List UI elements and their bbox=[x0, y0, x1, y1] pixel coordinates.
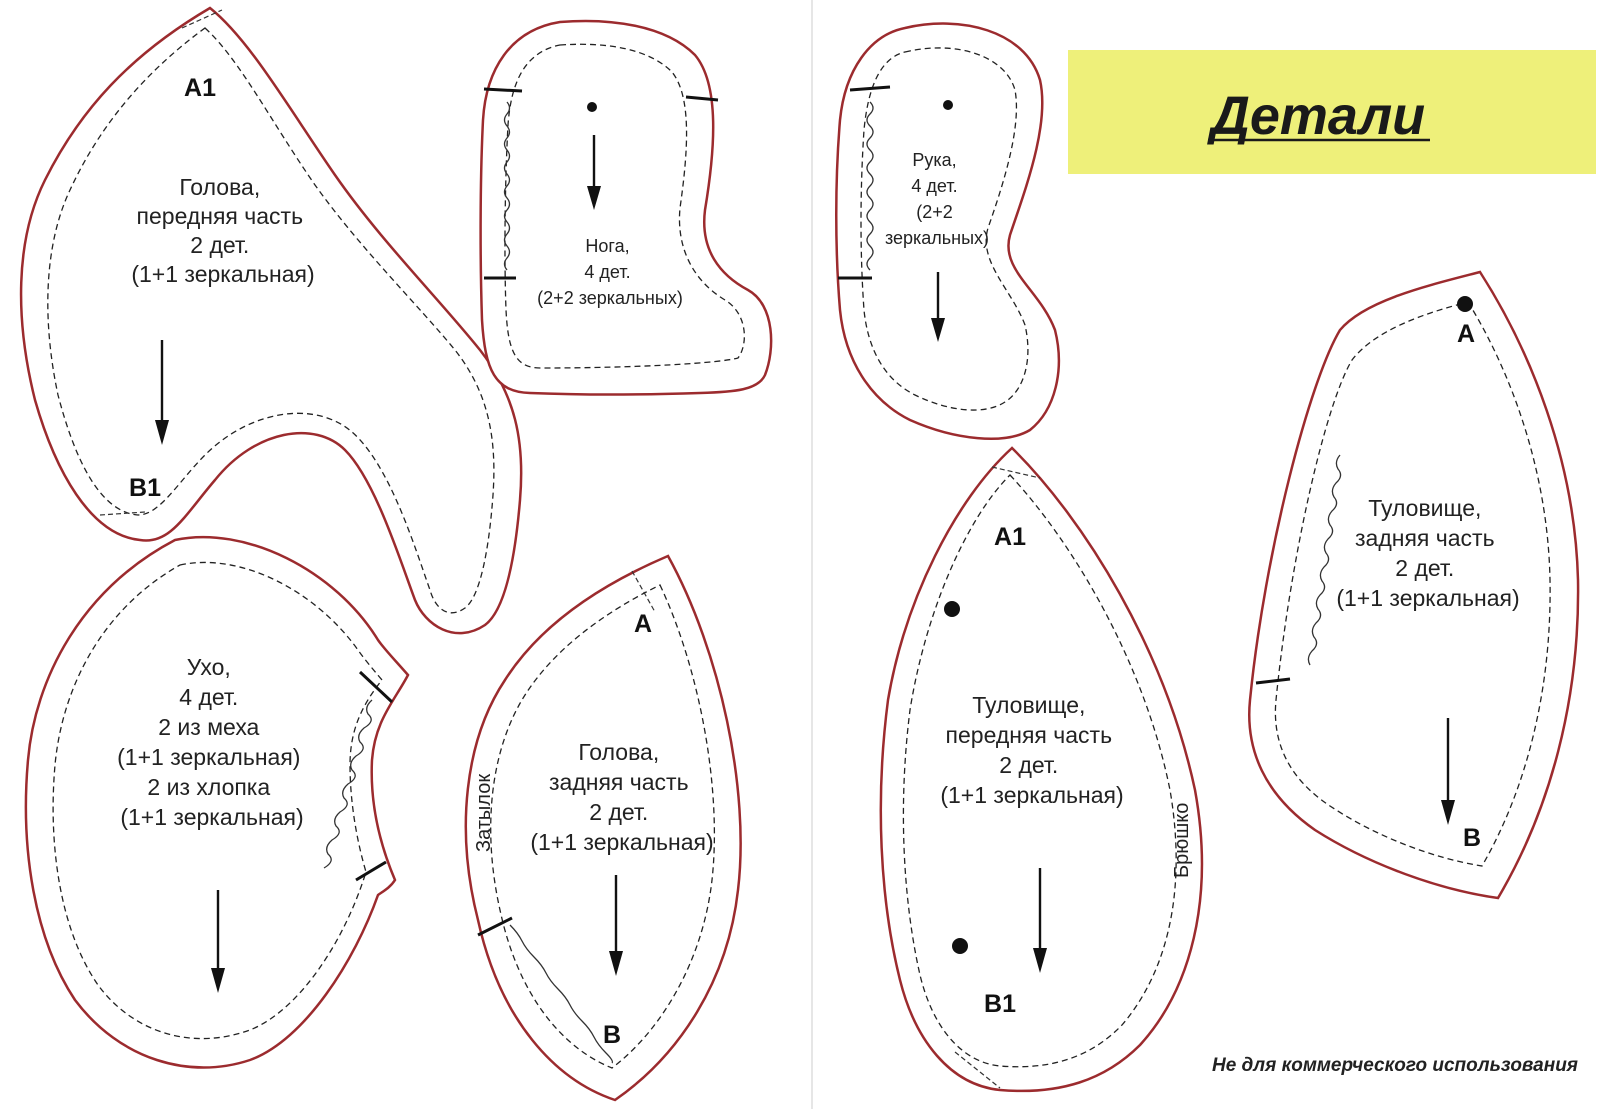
pattern-leg: Нога, 4 дет. (2+2 зеркальных) bbox=[479, 19, 773, 396]
label-line: 4 дет. bbox=[911, 176, 957, 196]
seam-line-leg bbox=[504, 43, 745, 369]
banner-background bbox=[1068, 50, 1596, 174]
cut-line-head-back bbox=[464, 554, 742, 1102]
ease-wave bbox=[323, 699, 373, 869]
piece-label: Туловище, передняя часть 2 дет. (1+1 зер… bbox=[940, 692, 1123, 808]
label-line: задняя часть bbox=[549, 769, 689, 795]
pattern-head-back: А В Затылок Голова, задняя часть 2 дет. … bbox=[464, 554, 742, 1102]
grain-cross-line bbox=[954, 1051, 1001, 1089]
piece-label: Туловище, задняя часть 2 дет. (1+1 зерка… bbox=[1336, 495, 1519, 611]
label-line: (1+1 зеркальная) bbox=[120, 804, 303, 830]
label-line: 2 дет. bbox=[190, 232, 249, 258]
grain-arrow bbox=[211, 890, 225, 993]
grain-arrow bbox=[609, 875, 623, 976]
grain-arrow bbox=[155, 340, 169, 445]
label-line: зеркальных) bbox=[885, 228, 989, 248]
cut-line-head-front bbox=[19, 6, 523, 635]
ease-wave bbox=[509, 924, 614, 1064]
label-line: Голова, bbox=[179, 174, 260, 200]
label-line: (1+1 зеркальная) bbox=[117, 744, 300, 770]
cut-line-body-back bbox=[1248, 270, 1580, 900]
point-label-b: В bbox=[1463, 824, 1481, 852]
grain-arrow bbox=[587, 135, 601, 210]
placement-dot bbox=[587, 102, 597, 112]
cut-line-leg bbox=[479, 19, 773, 396]
ease-wave bbox=[503, 101, 511, 271]
piece-label: Нога, 4 дет. (2+2 зеркальных) bbox=[537, 236, 683, 308]
grain-arrow bbox=[931, 272, 945, 342]
pattern-head-front: А1 В1 Голова, передняя часть 2 дет. (1+1… bbox=[19, 6, 523, 635]
notch-mark bbox=[477, 916, 513, 937]
label-line: (1+1 зеркальная) bbox=[530, 829, 713, 855]
seam-line-arm bbox=[860, 47, 1029, 411]
label-line: Туловище, bbox=[972, 692, 1085, 718]
piece-label: Рука, 4 дет. (2+2 зеркальных) bbox=[885, 150, 989, 248]
notch-mark bbox=[483, 87, 523, 93]
point-label-a: А bbox=[1457, 320, 1475, 348]
label-line: Рука, bbox=[912, 150, 956, 170]
pattern-arm: Рука, 4 дет. (2+2 зеркальных) bbox=[835, 22, 1061, 440]
seam-line-body-back bbox=[1274, 301, 1551, 867]
seam-line-ear bbox=[52, 561, 383, 1040]
ease-wave bbox=[866, 101, 874, 271]
label-line: Туловище, bbox=[1368, 495, 1481, 521]
side-label-zatylok: Затылок bbox=[473, 774, 495, 852]
seam-line-body-front bbox=[902, 474, 1177, 1068]
piece-label: Голова, передняя часть 2 дет. (1+1 зерка… bbox=[131, 174, 314, 287]
page-title: Детали bbox=[1207, 86, 1425, 146]
label-line: 2 дет. bbox=[999, 752, 1058, 778]
copyright-notice: Не для коммерческого использования bbox=[1212, 1055, 1578, 1076]
label-line: 2 из меха bbox=[158, 714, 259, 740]
pattern-ear: Ухо, 4 дет. 2 из меха (1+1 зеркальная) 2… bbox=[24, 535, 410, 1069]
point-label-b1: В1 bbox=[984, 990, 1016, 1018]
label-line: (1+1 зеркальная) bbox=[131, 261, 314, 287]
cut-line-body-front bbox=[879, 446, 1204, 1093]
seam-line-head-front bbox=[47, 27, 495, 614]
label-line: (1+1 зеркальная) bbox=[940, 782, 1123, 808]
grain-arrow bbox=[1033, 868, 1047, 973]
placement-dot bbox=[1457, 296, 1473, 312]
point-label-b1: В1 bbox=[129, 474, 161, 502]
label-line: Голова, bbox=[578, 739, 659, 765]
label-line: задняя часть bbox=[1355, 525, 1495, 551]
point-label-a: А bbox=[634, 610, 652, 638]
label-line: (1+1 зеркальная) bbox=[1336, 585, 1519, 611]
label-line: 2 дет. bbox=[589, 799, 648, 825]
label-line: Ухо, bbox=[187, 654, 231, 680]
label-line: (2+2 bbox=[916, 202, 953, 222]
placement-dot bbox=[944, 601, 960, 617]
label-line: передняя часть bbox=[946, 722, 1113, 748]
cut-line-arm bbox=[835, 22, 1061, 440]
side-label-bryushko: Брюшко bbox=[1171, 803, 1193, 878]
placement-dot bbox=[952, 938, 968, 954]
point-label-a1: А1 bbox=[994, 523, 1026, 551]
label-line: 4 дет. bbox=[584, 262, 630, 282]
point-label-b: В bbox=[603, 1021, 621, 1049]
grain-cross-line bbox=[991, 466, 1041, 479]
piece-label: Ухо, 4 дет. 2 из меха (1+1 зеркальная) 2… bbox=[117, 654, 307, 830]
notch-mark bbox=[685, 95, 719, 102]
notch-mark bbox=[1255, 677, 1291, 685]
cut-line-ear bbox=[24, 535, 410, 1069]
label-line: 2 из хлопка bbox=[147, 774, 270, 800]
point-label-a1: А1 bbox=[184, 74, 216, 102]
label-line: (2+2 зеркальных) bbox=[537, 288, 683, 308]
seam-line-head-back bbox=[490, 584, 716, 1069]
notch-mark bbox=[355, 860, 387, 882]
label-line: 2 дет. bbox=[1395, 555, 1454, 581]
label-line: 4 дет. bbox=[179, 684, 238, 710]
placement-dot bbox=[943, 100, 953, 110]
label-line: передняя часть bbox=[137, 203, 304, 229]
grain-arrow bbox=[1441, 718, 1455, 825]
pattern-body-back: А В Туловище, задняя часть 2 дет. (1+1 з… bbox=[1248, 270, 1580, 900]
notch-mark bbox=[849, 85, 891, 92]
title-banner: Детали bbox=[1068, 50, 1596, 174]
piece-label: Голова, задняя часть 2 дет. (1+1 зеркаль… bbox=[530, 739, 713, 855]
ease-wave bbox=[1307, 454, 1342, 666]
pattern-body-front: А1 В1 Брюшко Туловище, передняя часть 2 … bbox=[879, 446, 1204, 1093]
grain-cross-line bbox=[181, 9, 223, 29]
label-line: Нога, bbox=[585, 236, 629, 256]
notch-mark bbox=[358, 670, 394, 704]
